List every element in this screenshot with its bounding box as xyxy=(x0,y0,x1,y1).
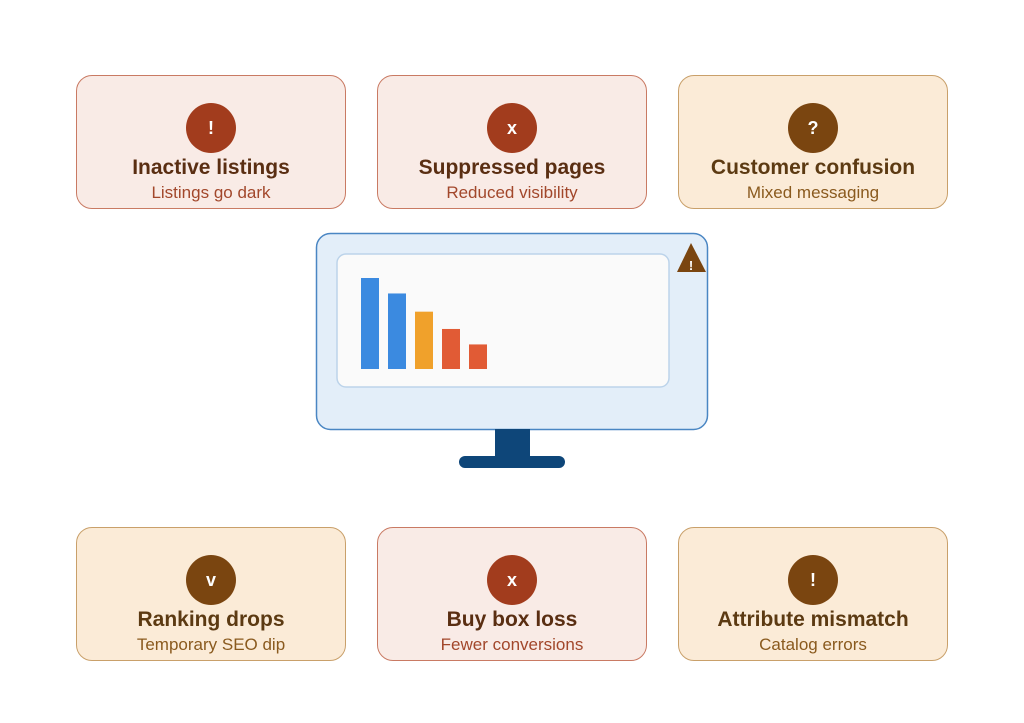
card-title: Buy box loss xyxy=(446,608,578,631)
card-attribute-mismatch: ! Attribute mismatch Catalog errors xyxy=(678,527,948,661)
card-ranking-drops: v Ranking drops Temporary SEO dip xyxy=(76,527,346,661)
chart-bar xyxy=(442,328,460,369)
card-title: Customer confusion xyxy=(710,156,916,179)
chevron-down-icon: v xyxy=(186,555,236,605)
card-subtitle: Fewer conversions xyxy=(440,635,584,654)
monitor-screen xyxy=(336,253,670,388)
card-title: Suppressed pages xyxy=(418,156,606,179)
card-customer-confusion: ? Customer confusion Mixed messaging xyxy=(678,75,948,209)
card-subtitle: Temporary SEO dip xyxy=(136,635,286,654)
question-icon: ? xyxy=(788,103,838,153)
x-icon: x xyxy=(487,103,537,153)
chart-bar xyxy=(388,293,406,369)
card-title: Ranking drops xyxy=(137,608,285,631)
card-subtitle: Mixed messaging xyxy=(746,183,880,202)
chart-bar xyxy=(415,311,433,369)
exclamation-icon: ! xyxy=(788,555,838,605)
card-subtitle: Listings go dark xyxy=(151,183,271,202)
card-inactive-listings: ! Inactive listings Listings go dark xyxy=(76,75,346,209)
monitor-base xyxy=(459,456,565,468)
monitor-neck xyxy=(495,429,530,457)
card-subtitle: Reduced visibility xyxy=(446,183,578,202)
chart-bar xyxy=(361,278,379,369)
card-suppressed-pages: x Suppressed pages Reduced visibility xyxy=(377,75,647,209)
card-subtitle: Catalog errors xyxy=(759,635,867,654)
monitor-illustration: ! xyxy=(315,232,709,468)
chart-bar xyxy=(469,344,487,369)
x-icon: x xyxy=(487,555,537,605)
svg-text:!: ! xyxy=(689,258,693,273)
warning-icon: ! xyxy=(677,243,706,273)
card-title: Attribute mismatch xyxy=(717,608,909,631)
card-buy-box-loss: x Buy box loss Fewer conversions xyxy=(377,527,647,661)
exclamation-icon: ! xyxy=(186,103,236,153)
bar-chart xyxy=(361,278,487,369)
card-title: Inactive listings xyxy=(132,156,290,179)
